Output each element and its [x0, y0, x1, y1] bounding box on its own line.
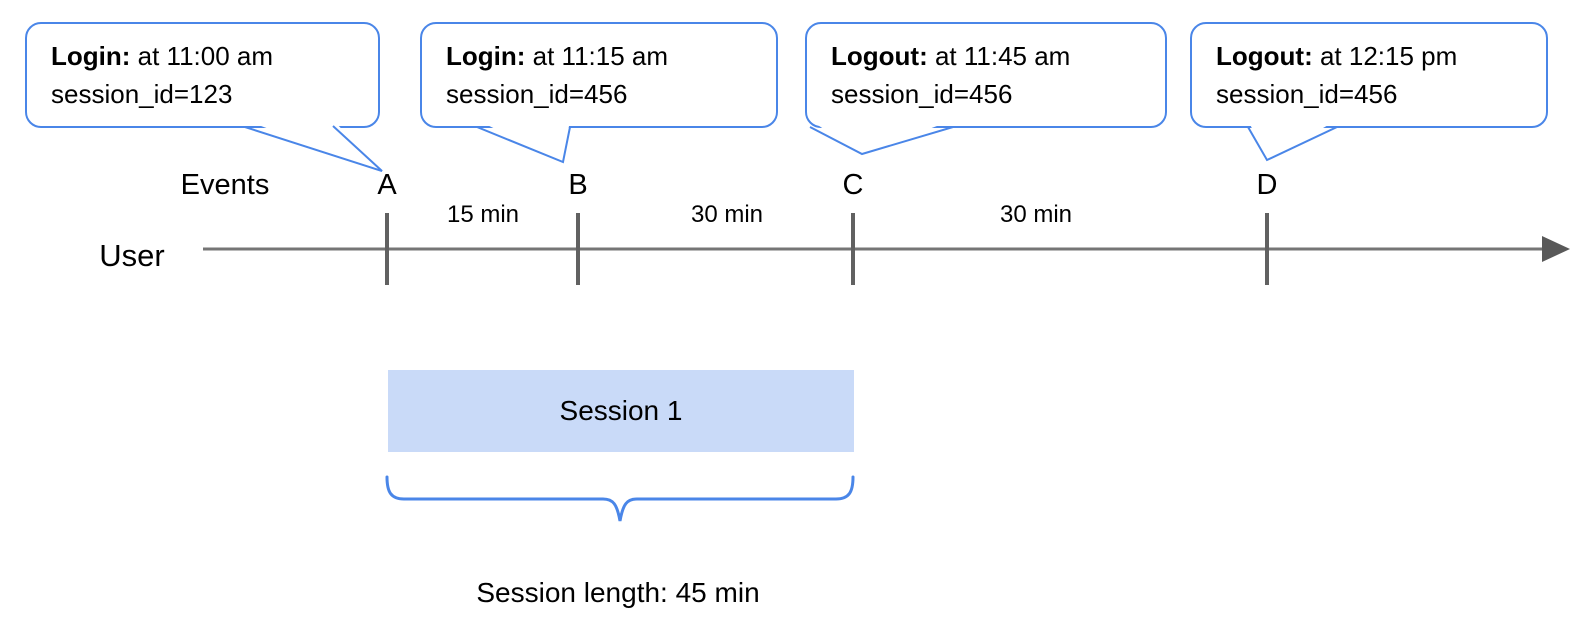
session-1-box: Session 1 — [388, 370, 854, 452]
interval-a-b-label: 15 min — [446, 201, 520, 228]
interval-c-d-label: 30 min — [999, 201, 1073, 228]
callout-event-time: at 12:15 pm — [1312, 41, 1458, 71]
callout-session-id: session_id=456 — [1216, 79, 1398, 109]
event-label-c: C — [842, 169, 864, 201]
callout-session-id: session_id=456 — [831, 79, 1013, 109]
callout-event-type: Logout: — [831, 41, 928, 71]
callout-event-type: Login: — [446, 41, 526, 71]
callout-line1: Login: at 11:15 am — [446, 37, 766, 75]
callout-event-type: Logout: — [1216, 41, 1313, 71]
callout-event-time: at 11:15 am — [525, 41, 669, 71]
user-row-label: User — [99, 238, 165, 273]
callout-event-time: at 11:00 am — [130, 41, 274, 71]
callout-tail-d-outline — [1247, 126, 1338, 162]
callout-session-id: session_id=456 — [446, 79, 628, 109]
callout-line1: Logout: at 11:45 am — [831, 37, 1155, 75]
timeline-arrowhead-icon — [1542, 236, 1570, 262]
interval-b-c-label: 30 min — [690, 201, 764, 228]
callout-line1: Login: at 11:00 am — [51, 37, 368, 75]
session-1-label: Session 1 — [559, 395, 683, 426]
callout-login-event-b: Login: at 11:15 am session_id=456 — [420, 22, 778, 128]
callout-logout-event-c: Logout: at 11:45 am session_id=456 — [805, 22, 1167, 128]
callout-session-id: session_id=123 — [51, 79, 233, 109]
callout-tail-b-outline — [476, 126, 571, 164]
session-length-label: Session length: 45 min — [476, 577, 760, 608]
event-label-b: B — [568, 169, 588, 201]
callout-line1: Logout: at 12:15 pm — [1216, 37, 1536, 75]
callout-event-time: at 11:45 am — [927, 41, 1071, 71]
event-label-d: D — [1256, 169, 1278, 201]
events-row-label: Events — [180, 169, 270, 201]
callout-tail-c-outline — [809, 126, 954, 156]
event-label-a: A — [377, 169, 397, 201]
callout-logout-event-d: Logout: at 12:15 pm session_id=456 — [1190, 22, 1548, 128]
callout-login-event-a: Login: at 11:00 am session_id=123 — [25, 22, 380, 128]
callout-tail-a-outline — [244, 125, 383, 172]
callout-event-type: Login: — [51, 41, 131, 71]
session-length-brace — [385, 475, 855, 522]
